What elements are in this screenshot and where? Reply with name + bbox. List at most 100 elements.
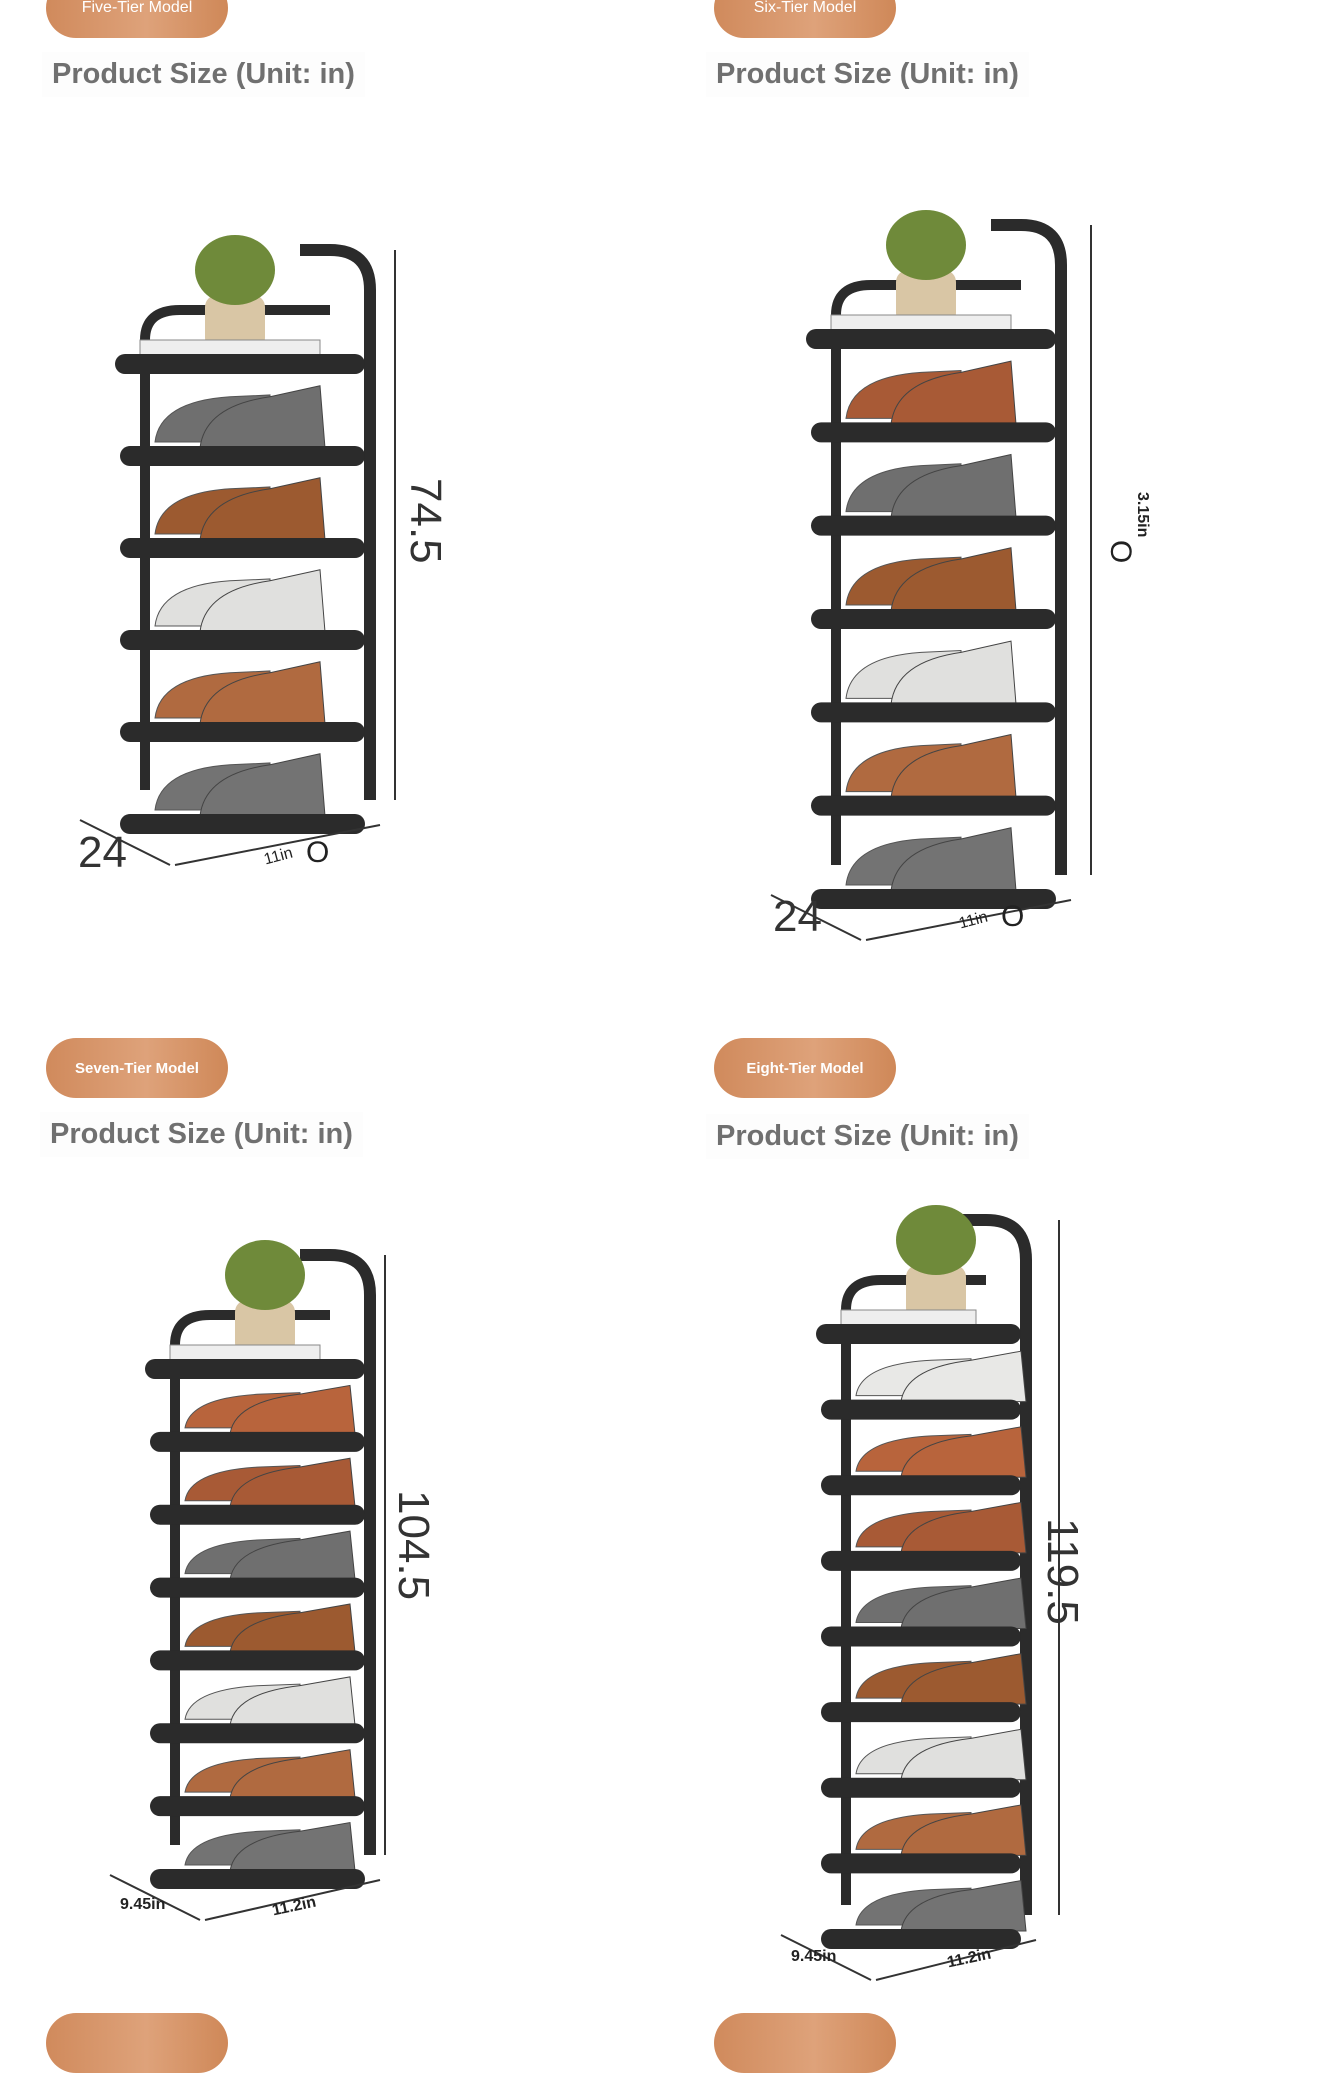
next-model-badge: [714, 2013, 896, 2073]
seven-tier-panel: Seven-Tier Model Product Size (Unit: in)…: [0, 1020, 661, 2020]
shoe: [900, 1426, 1027, 1478]
depth-label: 24: [78, 828, 127, 877]
shoe: [890, 547, 1017, 612]
rack-shelf: [821, 1929, 1021, 1949]
shoe: [900, 1501, 1027, 1554]
rack-shelf: [150, 1650, 365, 1671]
section-title: Product Size (Unit: in): [42, 52, 365, 97]
books: [830, 314, 1012, 332]
rack-shelf: [120, 630, 365, 650]
rack-shelf: [811, 702, 1056, 723]
rack-shelf: [150, 1796, 365, 1817]
model-badge: Six-Tier Model: [714, 0, 896, 38]
shoe-rack-image: [780, 1205, 1060, 1981]
rack-shelf: [811, 515, 1056, 536]
shoe: [900, 1879, 1027, 1932]
plant-pot: [896, 270, 956, 325]
depth-label: 9.45in: [791, 1948, 837, 1965]
plant-leaves: [225, 1240, 305, 1310]
depth-dimension-line: [770, 894, 862, 941]
rack-frame-post: [991, 219, 1067, 875]
shoe: [900, 1350, 1027, 1403]
height-mark: O: [1104, 540, 1137, 564]
rack-frame-post: [300, 1249, 376, 1855]
depth-dimension-line: [780, 1934, 872, 1981]
rack-shelf: [120, 722, 365, 742]
plant-leaves: [886, 210, 966, 280]
shoe-rack-image: [79, 235, 396, 866]
shoe: [229, 1676, 356, 1726]
rack-shelf: [115, 354, 365, 374]
shoe: [199, 661, 326, 725]
rack-frame-post: [956, 1214, 1032, 1915]
rack-shelf: [816, 1324, 1021, 1344]
shoe: [900, 1577, 1027, 1629]
shoe: [900, 1728, 1027, 1781]
next-model-badge: [46, 2013, 228, 2073]
rack-shelf: [821, 1777, 1021, 1798]
rack-frame-post: [300, 244, 376, 800]
rack-shelf: [821, 1399, 1021, 1420]
shoe: [229, 1457, 356, 1508]
shoe: [199, 753, 326, 817]
width-dimension-line: [174, 824, 381, 866]
shoe: [229, 1603, 356, 1653]
section-title: Product Size (Unit: in): [706, 1114, 1029, 1159]
rack-shelf: [120, 814, 365, 834]
six-tier-panel: Six-Tier Model Product Size (Unit: in) 3…: [661, 0, 1322, 1000]
shoe: [229, 1384, 356, 1435]
height-label: 104.5: [389, 1490, 438, 1601]
shoe: [900, 1653, 1027, 1705]
shoe: [199, 569, 326, 633]
rack-shelf: [821, 1853, 1021, 1874]
model-badge: Eight-Tier Model: [714, 1038, 896, 1098]
rack-shelf: [150, 1869, 365, 1889]
shoe: [199, 385, 326, 449]
books: [840, 1309, 977, 1327]
shoe-rack-image: [109, 1240, 386, 1921]
shoe: [900, 1804, 1027, 1856]
shoe: [229, 1530, 356, 1581]
rack-shelf: [150, 1577, 365, 1598]
model-badge: Five-Tier Model: [46, 0, 228, 38]
height-label: 119.5: [1038, 1518, 1087, 1625]
rack-shelf: [821, 1475, 1021, 1496]
rack-shelf: [811, 795, 1056, 816]
rack-shelf: [120, 446, 365, 466]
shoe: [199, 477, 326, 541]
rack-shelf: [821, 1626, 1021, 1647]
width-mark: O: [1001, 900, 1025, 933]
rack-shelf: [150, 1504, 365, 1525]
books: [169, 1344, 321, 1362]
rack-shelf: [811, 609, 1056, 629]
books: [139, 339, 321, 357]
width-dimension-line: [875, 1939, 1037, 1981]
rack-shelf: [806, 329, 1056, 349]
plant-leaves: [896, 1205, 976, 1275]
width-mark: O: [306, 836, 330, 869]
rack-shelf: [150, 1723, 365, 1744]
height-label: 74.5: [401, 478, 450, 564]
rack-shelf: [821, 1550, 1021, 1571]
shoe: [890, 453, 1017, 519]
model-badge: Seven-Tier Model: [46, 1038, 228, 1098]
rack-shelf: [811, 889, 1056, 909]
plant-leaves: [195, 235, 275, 305]
eight-tier-panel: Eight-Tier Model Product Size (Unit: in)…: [661, 1020, 1322, 2020]
shoe: [890, 733, 1017, 799]
depth-dimension-line: [79, 819, 171, 866]
shoe: [890, 827, 1017, 892]
shoe-rack-image: [770, 210, 1092, 941]
rack-shelf: [120, 538, 365, 558]
rack-shelf: [150, 1431, 365, 1452]
shoe: [890, 640, 1017, 705]
width-dimension-line: [204, 1879, 381, 1921]
depth-label: 9.45in: [120, 1896, 166, 1913]
width-dimension-line: [865, 899, 1072, 941]
section-title: Product Size (Unit: in): [40, 1112, 363, 1157]
shoe: [229, 1821, 356, 1872]
rack-shelf: [821, 1702, 1021, 1723]
depth-dimension-line: [109, 1874, 201, 1921]
shoe: [890, 360, 1017, 425]
rack-shelf: [145, 1359, 365, 1379]
